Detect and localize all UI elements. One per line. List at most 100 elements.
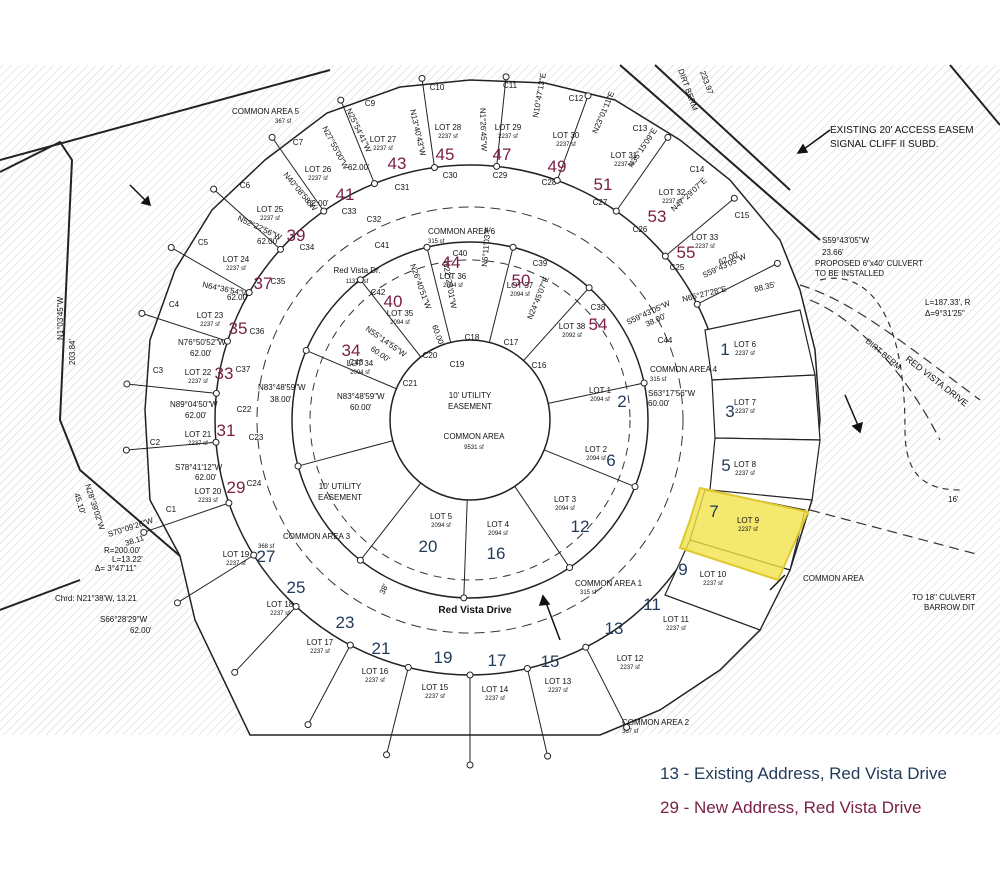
survey-monument-50 xyxy=(664,133,672,141)
lot-address-8: 5 xyxy=(721,456,730,475)
survey-monument-4 xyxy=(356,556,364,564)
easement-left-1: 10' UTILITY xyxy=(319,482,362,491)
curve-label-c30: C30 xyxy=(443,171,458,180)
lot-address-6: 1 xyxy=(720,340,729,359)
inner-lot-line-8 xyxy=(426,247,452,343)
lot-address-1: 2 xyxy=(617,392,626,411)
lot-label-9: LOT 9 xyxy=(737,516,760,525)
inner-lot-line-9 xyxy=(488,247,514,343)
survey-monument-51 xyxy=(730,194,738,202)
lot-address-17: 23 xyxy=(336,613,355,632)
curve-label-c6: C6 xyxy=(240,181,251,190)
common-area-1-sf: 315 sf xyxy=(580,590,597,596)
lot-area-23: 2237 sf xyxy=(200,322,220,328)
site-boundary xyxy=(0,64,1000,611)
survey-monument-22 xyxy=(245,289,253,296)
lot-label-21: LOT 21 xyxy=(185,430,212,439)
lot-area-31: 2237 sf xyxy=(614,162,634,168)
culvert-1: PROPOSED 6"x40' CULVERT xyxy=(815,259,923,268)
curve-label-c4: C4 xyxy=(169,300,180,309)
lot-label-8: LOT 8 xyxy=(734,460,757,469)
lot-area-28: 2237 sf xyxy=(438,134,458,140)
lot-area-27: 2237 sf xyxy=(373,146,393,152)
lot-area-34: 2094 sf xyxy=(350,370,370,376)
lot-area-5: 2094 sf xyxy=(431,523,451,529)
lot-area-36: 2094 sf xyxy=(443,283,463,289)
bearing-38: S59°43'05"W xyxy=(822,236,870,245)
lot-address-16: 21 xyxy=(372,639,391,658)
common-area-3-sf: 368 sf xyxy=(258,544,275,550)
outer-lot-line-15 xyxy=(421,78,436,168)
dirt-berm-curve xyxy=(819,277,961,491)
bearing-6: S78°41'12"W xyxy=(175,463,223,472)
outer-lot-line-10 xyxy=(141,312,228,342)
lot-label-6: LOT 6 xyxy=(734,340,757,349)
curve-label-c5: C5 xyxy=(198,238,209,247)
curve-label-c16: C16 xyxy=(532,361,547,370)
survey-monument-16 xyxy=(292,602,300,610)
curve-right-l: L=187.33', R xyxy=(925,298,971,307)
curve-label-c42: C42 xyxy=(371,288,386,297)
survey-monument-48 xyxy=(502,73,510,81)
lot-area-33: 2237 sf xyxy=(695,244,715,250)
lot-area-1: 2094 sf xyxy=(590,397,610,403)
lot-area-22: 2237 sf xyxy=(188,379,208,385)
survey-monument-19 xyxy=(212,438,220,446)
bearing-9: 62.00' xyxy=(190,349,212,358)
survey-monument-44 xyxy=(210,185,218,193)
survey-monument-31 xyxy=(693,300,701,308)
survey-monument-9 xyxy=(509,243,517,251)
curve-label-c13: C13 xyxy=(633,124,648,133)
curve-label-c22: C22 xyxy=(237,405,252,414)
access-easement-1: EXISTING 20' ACCESS EASEM xyxy=(830,125,974,136)
bearing-41: 60.00' xyxy=(648,399,670,408)
bearing-39: 23.66' xyxy=(822,248,844,257)
survey-monument-0 xyxy=(640,379,648,387)
lot-area-20: 2233 sf xyxy=(198,498,218,504)
lot-label-24: LOT 24 xyxy=(223,255,250,264)
curve-label-c36: C36 xyxy=(250,327,265,336)
curve-label-c32: C32 xyxy=(367,215,382,224)
lot-label-13: LOT 13 xyxy=(545,677,572,686)
lot-label-35: LOT 35 xyxy=(387,309,414,318)
curve-label-c3: C3 xyxy=(153,366,164,375)
survey-monument-12 xyxy=(523,664,531,672)
survey-monument-13 xyxy=(466,671,474,679)
lot-area-26: 2237 sf xyxy=(308,176,328,182)
red-vista-drive-right xyxy=(799,284,981,556)
lot-label-22: LOT 22 xyxy=(185,368,212,377)
outer-lot-line-9 xyxy=(126,383,217,394)
lot-area-2: 2094 sf xyxy=(586,456,606,462)
lot-address-24: 37 xyxy=(254,274,273,293)
outer-lot-line-3 xyxy=(386,667,409,755)
lot-label-15: LOT 15 xyxy=(422,683,449,692)
inner-lot-line-10 xyxy=(523,287,590,361)
survey-monument-28 xyxy=(553,176,561,184)
curve-label-c12: C12 xyxy=(569,94,584,103)
lot-address-15: 19 xyxy=(434,648,453,667)
survey-monument-38 xyxy=(173,599,181,607)
curve-chord: Chrd: N21°38'W, 13.21 xyxy=(55,594,137,603)
survey-monument-36 xyxy=(304,721,312,729)
survey-monument-46 xyxy=(337,96,345,104)
inner-dashed-ring xyxy=(309,259,631,581)
lot-label-10: LOT 10 xyxy=(700,570,727,579)
center-title: COMMON AREA xyxy=(444,432,506,441)
curve-label-c25: C25 xyxy=(670,263,685,272)
survey-monument-1 xyxy=(631,483,639,491)
bearing-8: N76°50'52"W xyxy=(178,338,226,347)
curve-label-c26: C26 xyxy=(633,225,648,234)
common-area-east: COMMON AREA xyxy=(803,574,865,583)
lot-label-1: LOT 1 xyxy=(589,386,612,395)
survey-monument-40 xyxy=(122,446,130,454)
curve-label-c33: C33 xyxy=(342,207,357,216)
curve-label-c24: C24 xyxy=(247,479,262,488)
lot-address-31: 51 xyxy=(594,175,613,194)
lot-address-26: 41 xyxy=(336,185,355,204)
lot-label-14: LOT 14 xyxy=(482,685,509,694)
curve-label-c41: C41 xyxy=(375,241,390,250)
lot-address-21: 31 xyxy=(217,421,236,440)
survey-monument-10 xyxy=(585,284,593,292)
inner-ring-area: 11328 sf xyxy=(346,279,369,285)
inner-lot-line-2 xyxy=(514,486,570,568)
